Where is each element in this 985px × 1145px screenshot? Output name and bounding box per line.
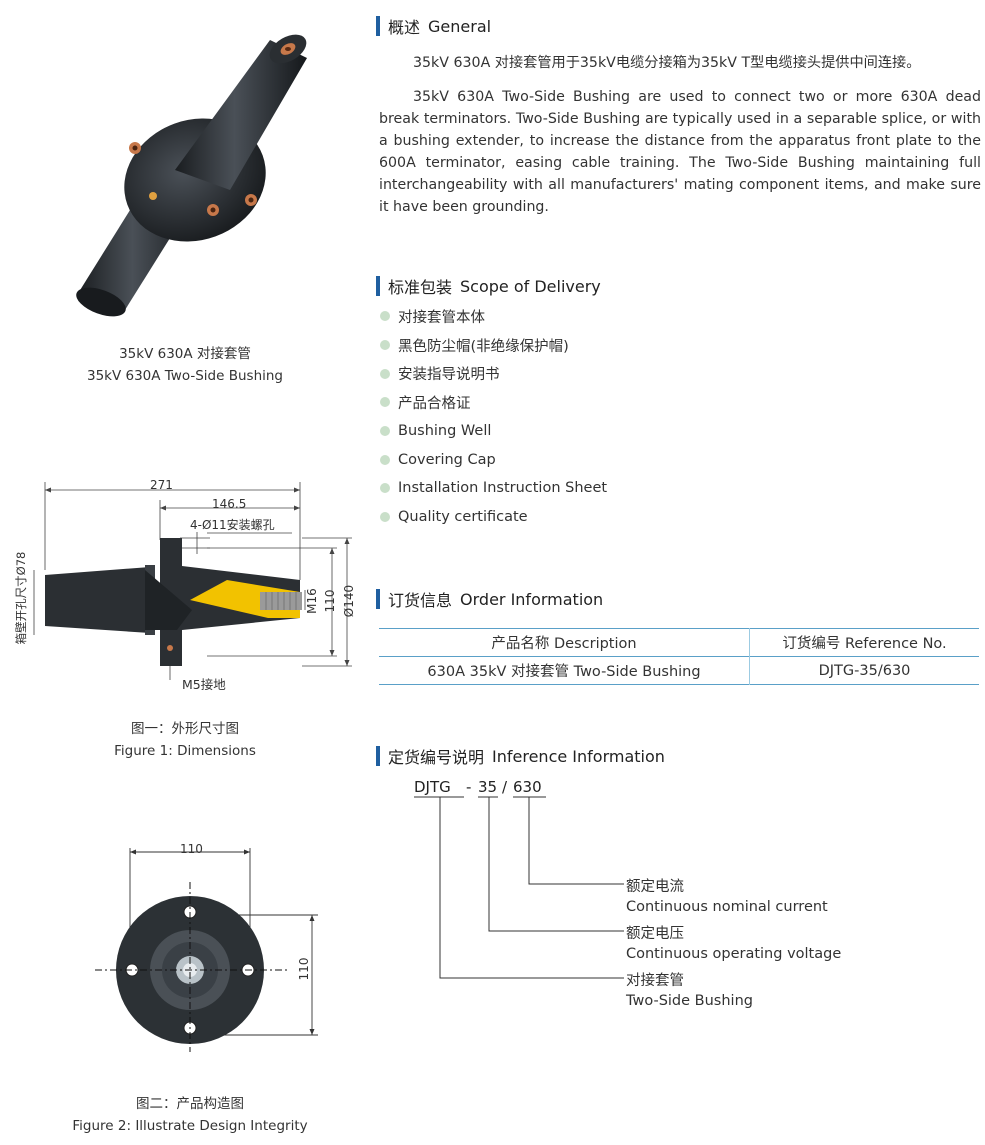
- fig2-dim-top: 110: [180, 842, 203, 856]
- fig2-dim-side: 110: [297, 957, 311, 981]
- bullet-icon: [380, 426, 390, 437]
- list-item: Installation Instruction Sheet: [380, 474, 607, 503]
- dim-m16: M16: [305, 588, 319, 614]
- inference-connector-lines: [414, 796, 624, 979]
- bullet-icon: [380, 397, 390, 408]
- code-part-type: DJTG: [414, 778, 451, 796]
- header-reference: 订货编号 Reference No.: [782, 636, 947, 652]
- list-item: Quality certificate: [380, 503, 607, 532]
- list-item: 黑色防尘帽(非绝缘保护帽): [380, 331, 607, 360]
- cell-reference: DJTG-35/630: [818, 662, 911, 679]
- box-hole-label: 箱壁开孔尺寸Ø78: [14, 551, 28, 645]
- bullet-icon: [380, 368, 390, 379]
- code-sep-dash: -: [466, 778, 472, 796]
- table-row: 630A 35kV 对接套管 Two-Side Bushing DJTG-35/…: [379, 656, 979, 685]
- inf-bushing-en: Two-Side Bushing: [626, 993, 753, 1009]
- inference-heading: 定货编号说明 Inference Information: [376, 744, 665, 768]
- list-item: 产品合格证: [380, 388, 607, 417]
- dim-110-side: 110: [323, 589, 337, 613]
- figure1-dimension-drawing: [33, 482, 352, 680]
- bullet-icon: [380, 512, 390, 523]
- bullet-icon: [380, 340, 390, 351]
- bullet-icon: [380, 454, 390, 465]
- general-heading: 概述 General: [376, 14, 491, 38]
- list-item: 对接套管本体: [380, 302, 607, 331]
- bushing-photo: [76, 34, 307, 317]
- figure2-caption-cn: 图二：产品构造图: [136, 1096, 244, 1112]
- figure1-caption-en: Figure 1: Dimensions: [114, 743, 256, 759]
- figure2-caption-en: Figure 2: Illustrate Design Integrity: [72, 1118, 308, 1134]
- dim-146-5: 146.5: [212, 497, 247, 511]
- inf-voltage-en: Continuous operating voltage: [626, 946, 842, 962]
- order-table: 产品名称 Description 订货编号 Reference No. 630A…: [379, 628, 979, 685]
- general-para-cn: 35kV 630A 对接套管用于35kV电缆分接箱为35kV T型电缆接头提供中…: [413, 55, 921, 71]
- figure1-caption-cn: 图一：外形尺寸图: [131, 721, 239, 737]
- list-item: Covering Cap: [380, 445, 607, 474]
- list-item: Bushing Well: [380, 417, 607, 446]
- scope-heading: 标准包装 Scope of Delivery: [376, 274, 601, 298]
- heading-bar: [376, 589, 380, 609]
- ground-label: M5接地: [182, 677, 226, 692]
- cell-description: 630A 35kV 对接套管 Two-Side Bushing: [379, 656, 750, 685]
- header-description: 产品名称 Description: [379, 628, 750, 657]
- heading-bar: [376, 746, 380, 766]
- table-header-row: 产品名称 Description 订货编号 Reference No.: [379, 628, 979, 657]
- dim-140: Ø140: [342, 584, 356, 618]
- inf-current-cn: 额定电流: [626, 879, 684, 895]
- inf-bushing-cn: 对接套管: [626, 973, 684, 989]
- order-heading: 订货信息 Order Information: [376, 587, 603, 611]
- heading-bar: [376, 276, 380, 296]
- scope-list: 对接套管本体 黑色防尘帽(非绝缘保护帽) 安装指导说明书 产品合格证 Bushi…: [380, 302, 607, 532]
- bullet-icon: [380, 311, 390, 322]
- list-item: 安装指导说明书: [380, 359, 607, 388]
- code-part-voltage: 35: [478, 778, 498, 796]
- figure2-front-view: [95, 848, 318, 1052]
- inf-current-en: Continuous nominal current: [626, 899, 828, 915]
- bullet-icon: [380, 483, 390, 494]
- photo-caption-cn: 35kV 630A 对接套管: [119, 346, 251, 362]
- inf-voltage-cn: 额定电压: [626, 926, 684, 942]
- hole-note: 4-Ø11安装螺孔: [190, 518, 275, 532]
- photo-caption-en: 35kV 630A Two-Side Bushing: [86, 368, 284, 384]
- code-part-current: 630: [513, 778, 542, 796]
- dim-271: 271: [150, 478, 173, 492]
- code-sep-slash: /: [502, 778, 508, 796]
- general-para-en: 35kV 630A Two-Side Bushing are used to c…: [379, 89, 981, 215]
- heading-bar: [376, 16, 380, 36]
